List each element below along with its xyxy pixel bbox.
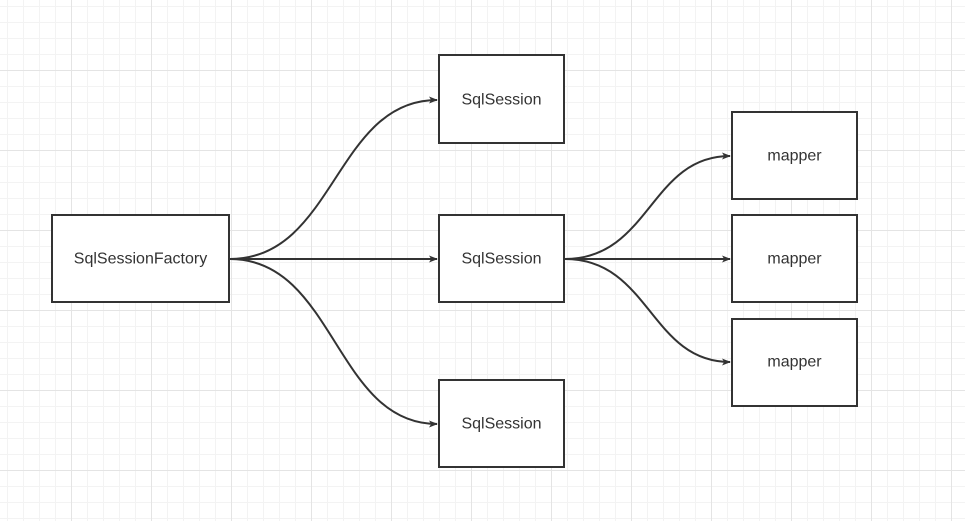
edge-session-2-to-mapper-1 [564, 152, 731, 260]
node-sql-session-2-label: SqlSession [461, 251, 541, 268]
node-sql-session-2[interactable]: SqlSession [438, 214, 565, 303]
node-mapper-2[interactable]: mapper [731, 214, 858, 303]
node-mapper-3[interactable]: mapper [731, 318, 858, 407]
node-mapper-1-label: mapper [767, 148, 822, 165]
edge-factory-to-session-1 [229, 96, 438, 260]
node-sql-session-3[interactable]: SqlSession [438, 379, 565, 468]
node-sql-session-factory[interactable]: SqlSessionFactory [51, 214, 230, 303]
edge-session-2-to-mapper-3 [564, 258, 731, 366]
node-sql-session-1[interactable]: SqlSession [438, 54, 565, 144]
node-sql-session-3-label: SqlSession [461, 416, 541, 433]
edge-factory-to-session-3 [229, 258, 438, 428]
node-sql-session-1-label: SqlSession [461, 92, 541, 109]
node-sql-session-factory-label: SqlSessionFactory [74, 251, 207, 268]
node-mapper-2-label: mapper [767, 251, 822, 268]
node-mapper-1[interactable]: mapper [731, 111, 858, 200]
node-mapper-3-label: mapper [767, 354, 822, 371]
